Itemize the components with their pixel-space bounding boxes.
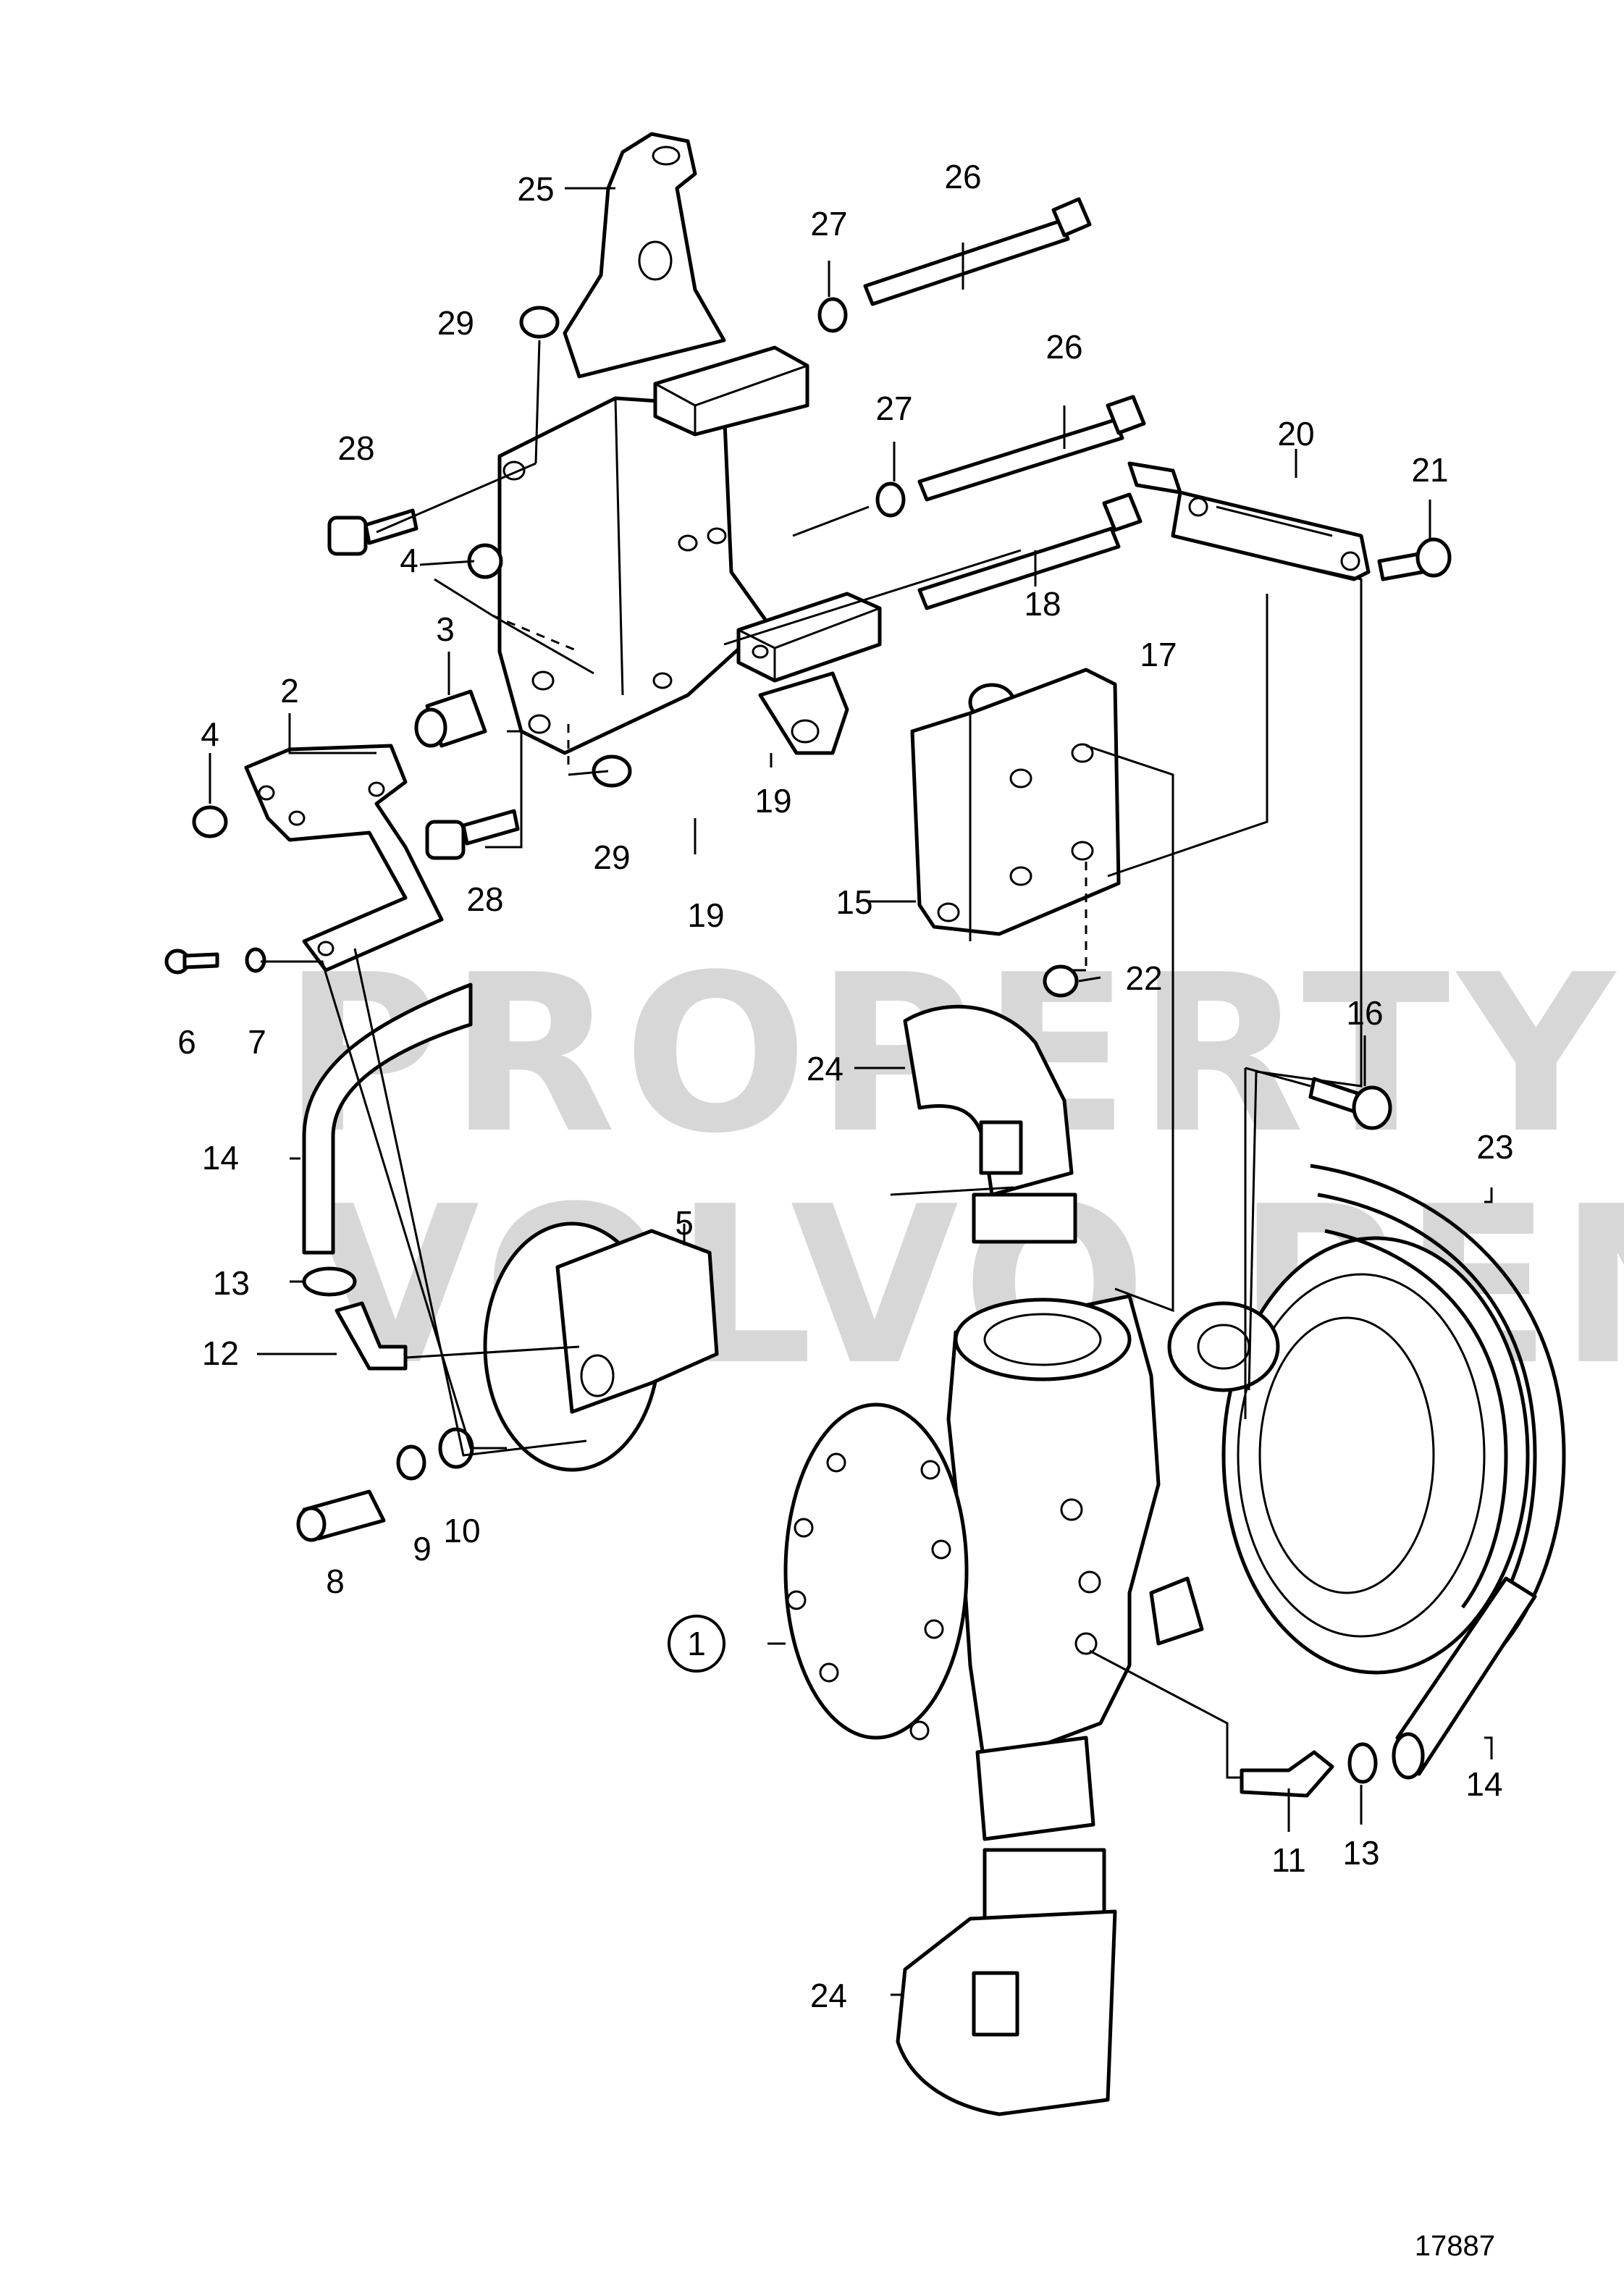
callout-1: 1 bbox=[687, 1625, 706, 1662]
part-1-pump-body bbox=[783, 1294, 1262, 1841]
callout-26-lower: 26 bbox=[1045, 328, 1082, 366]
callout-26-upper: 26 bbox=[944, 158, 981, 195]
part-28-bolt-lower bbox=[425, 809, 520, 860]
callout-19-left: 19 bbox=[687, 896, 724, 934]
part-21-bolt bbox=[1377, 537, 1452, 581]
callout-2: 2 bbox=[280, 672, 299, 710]
callout-24-lower: 24 bbox=[810, 1977, 847, 2014]
part-16-bolt bbox=[1308, 1077, 1392, 1130]
leader-lines bbox=[209, 187, 1493, 1996]
callout-28-lower: 28 bbox=[466, 880, 503, 918]
callout-16: 16 bbox=[1346, 994, 1383, 1032]
callout-6: 6 bbox=[177, 1023, 196, 1061]
part-26-bolt-upper bbox=[863, 197, 1092, 306]
part-6-screw bbox=[164, 949, 219, 975]
callout-5: 5 bbox=[675, 1204, 694, 1242]
callout-9: 9 bbox=[413, 1530, 432, 1568]
part-5-pump-cover bbox=[483, 1221, 719, 1472]
callout-10: 10 bbox=[443, 1512, 480, 1549]
callout-14-left: 14 bbox=[202, 1139, 239, 1177]
part-15-plate bbox=[910, 668, 1121, 941]
part-9-washer bbox=[396, 1444, 426, 1481]
part-20-tensioner bbox=[1127, 461, 1371, 581]
part-2-bracket bbox=[244, 744, 444, 972]
callout-20: 20 bbox=[1277, 415, 1314, 453]
part-8-fitting bbox=[296, 1489, 386, 1542]
callout-25: 25 bbox=[517, 170, 554, 208]
part-27-washer-lower bbox=[875, 481, 906, 518]
part-14-hose-left bbox=[302, 983, 473, 1255]
callout-8: 8 bbox=[326, 1563, 345, 1600]
part-3-rubber-mount bbox=[414, 689, 487, 748]
callout-1-circle bbox=[668, 1615, 725, 1673]
part-25-bracket bbox=[563, 132, 726, 379]
callout-12: 12 bbox=[202, 1334, 239, 1372]
part-12-elbow bbox=[335, 1301, 408, 1371]
part-22-nut bbox=[1043, 964, 1079, 998]
part-24-elbow-upper bbox=[903, 1004, 1077, 1244]
part-24-elbow-lower bbox=[896, 1848, 1117, 2116]
part-29-nut-lower bbox=[592, 754, 632, 788]
callout-19-right: 19 bbox=[754, 782, 791, 820]
part-18-bolt bbox=[917, 492, 1143, 610]
part-11-elbow bbox=[1240, 1750, 1334, 1798]
part-26-bolt-lower bbox=[917, 395, 1146, 502]
callout-27-upper: 27 bbox=[810, 205, 847, 243]
callout-7: 7 bbox=[248, 1023, 266, 1061]
callout-29-lower: 29 bbox=[593, 838, 630, 876]
part-27-washer-upper bbox=[817, 297, 848, 333]
part-4-nut-lower bbox=[192, 805, 228, 838]
callout-13-right: 13 bbox=[1342, 1834, 1379, 1872]
callout-14-right: 14 bbox=[1465, 1765, 1502, 1803]
part-7-washer bbox=[245, 947, 266, 973]
callout-13-left: 13 bbox=[213, 1264, 250, 1302]
part-13-clamp-right bbox=[1347, 1742, 1378, 1784]
callout-4-upper: 4 bbox=[400, 542, 418, 579]
callout-4-lower: 4 bbox=[201, 715, 219, 753]
callout-22: 22 bbox=[1125, 959, 1162, 997]
callout-11: 11 bbox=[1271, 1841, 1306, 1879]
mounting-plate bbox=[497, 345, 882, 755]
callout-labels: 1 2 3 4 4 5 6 7 8 9 10 11 12 13 13 14 14… bbox=[177, 158, 1513, 2014]
callout-15: 15 bbox=[836, 883, 872, 921]
callout-29-upper: 29 bbox=[437, 304, 474, 342]
callout-21: 21 bbox=[1411, 451, 1448, 489]
callout-24-upper: 24 bbox=[807, 1050, 843, 1088]
callout-27-lower: 27 bbox=[875, 390, 912, 427]
callout-3: 3 bbox=[436, 610, 455, 648]
part-14-hose-right bbox=[1392, 1576, 1537, 1780]
callout-18: 18 bbox=[1024, 585, 1061, 623]
pump-pulley bbox=[1167, 1236, 1530, 1675]
figure-number: 17887 bbox=[1415, 2230, 1495, 2262]
callout-23: 23 bbox=[1476, 1128, 1513, 1166]
part-13-clamp-left bbox=[302, 1266, 357, 1297]
callout-17: 17 bbox=[1140, 636, 1177, 673]
callout-28-upper: 28 bbox=[337, 429, 374, 467]
part-29-nut-upper bbox=[519, 306, 560, 339]
